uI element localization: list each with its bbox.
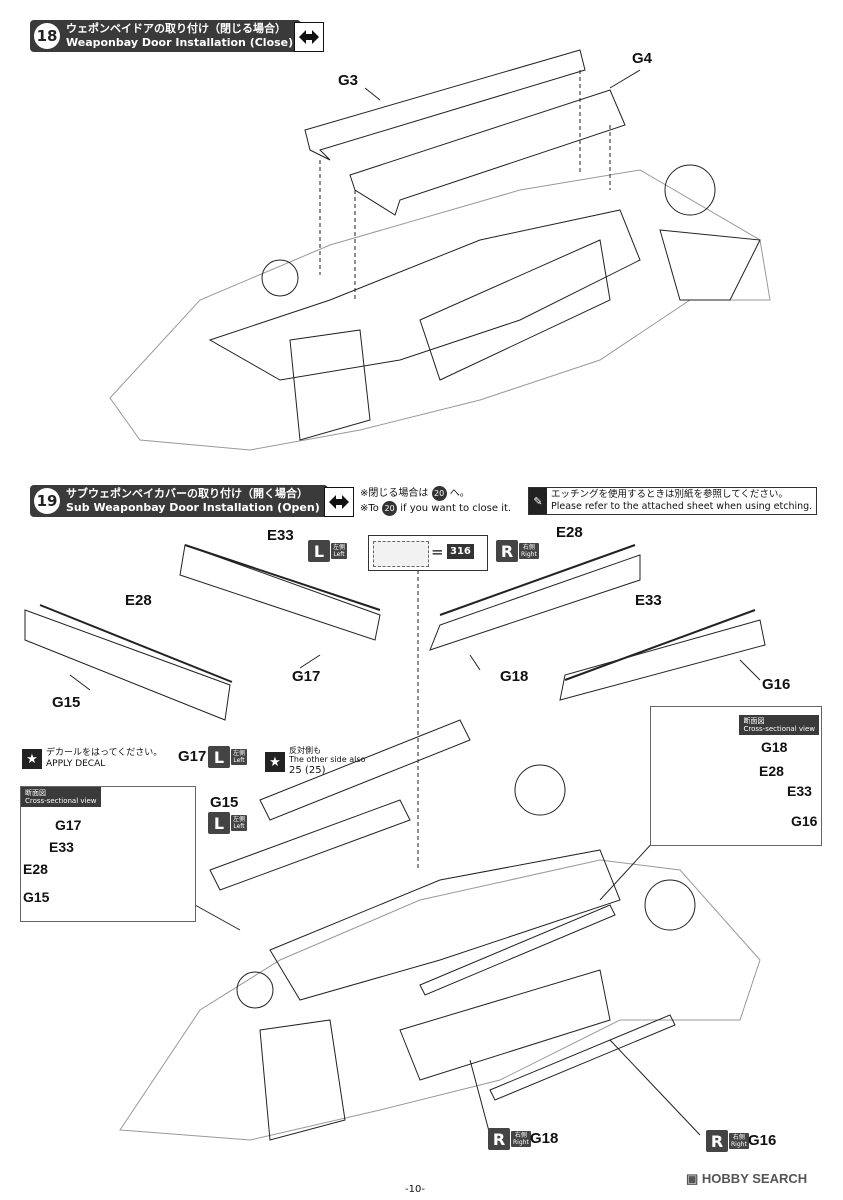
part-label-g15: G15 xyxy=(23,889,50,905)
step-title-en: Weaponbay Door Installation (Close) xyxy=(66,36,294,49)
double-arrow-icon xyxy=(324,487,354,517)
star-icon: ★ xyxy=(265,752,285,772)
part-label-e28: E28 xyxy=(23,861,48,877)
part-label-e28: E28 xyxy=(125,592,152,609)
watermark: ▣ HOBBY SEARCH xyxy=(686,1171,808,1186)
part-label-g17: G17 xyxy=(178,748,207,765)
part-label-e33: E33 xyxy=(49,839,74,855)
part-label-g17: G17 xyxy=(55,817,82,833)
step-number: 18 xyxy=(34,23,60,49)
part-label-g4: G4 xyxy=(632,50,653,67)
step-title-jp: ウェポンベイドアの取り付け（閉じる場合） xyxy=(66,22,286,35)
part-label-e28: E28 xyxy=(556,524,583,541)
step-ref-20: 20 xyxy=(382,501,398,516)
part-label-e33: E33 xyxy=(787,783,812,799)
color-reference-box: = 316 xyxy=(368,535,488,571)
step-19-header: 19 サブウェポンベイカバーの取り付け（開く場合） Sub Weaponbay … xyxy=(30,485,328,517)
part-label-g18: G18 xyxy=(530,1130,559,1147)
step-title-en: Sub Weaponbay Door Installation (Open) xyxy=(66,501,320,514)
part-label-g16: G16 xyxy=(762,676,791,693)
part-label-g18: G18 xyxy=(500,668,529,685)
double-arrow-icon xyxy=(294,22,324,52)
part-label-g3: G3 xyxy=(338,72,359,89)
color-code: 316 xyxy=(447,544,474,559)
step-number: 19 xyxy=(34,488,60,514)
etching-swatch xyxy=(373,541,429,567)
part-label-g18: G18 xyxy=(761,739,788,755)
decal-number: 25 xyxy=(289,765,302,776)
part-label-e33: E33 xyxy=(267,527,294,544)
other-side-note: ★ 反対側も The other side also 25 (25) xyxy=(265,746,365,778)
etching-note: ✎ エッチングを使用するときは別紙を参照してください。 Please refer… xyxy=(528,487,818,515)
part-label-g15: G15 xyxy=(52,694,81,711)
camera-icon: ▣ xyxy=(686,1171,699,1186)
star-icon: ★ xyxy=(22,749,42,769)
page-number: -10- xyxy=(405,1184,425,1195)
step-ref-20: 20 xyxy=(431,486,447,501)
step-18-header: 18 ウェポンベイドアの取り付け（閉じる場合） Weaponbay Door I… xyxy=(30,20,302,52)
part-label-e28: E28 xyxy=(759,763,784,779)
part-label-g15: G15 xyxy=(210,794,239,811)
part-label-e33: E33 xyxy=(635,592,662,609)
decal-number: 25 xyxy=(308,765,322,776)
brush-icon: ✎ xyxy=(529,488,547,514)
part-label-g16: G16 xyxy=(748,1132,777,1149)
part-label-g17: G17 xyxy=(292,668,321,685)
step-title-jp: サブウェポンベイカバーの取り付け（開く場合） xyxy=(66,487,308,500)
close-note: ※閉じる場合は 20 へ。 ※To 20 if you want to clos… xyxy=(360,486,512,516)
part-label-g16: G16 xyxy=(791,813,818,829)
decal-note: ★ デカールをはってください。 APPLY DECAL xyxy=(22,748,162,770)
